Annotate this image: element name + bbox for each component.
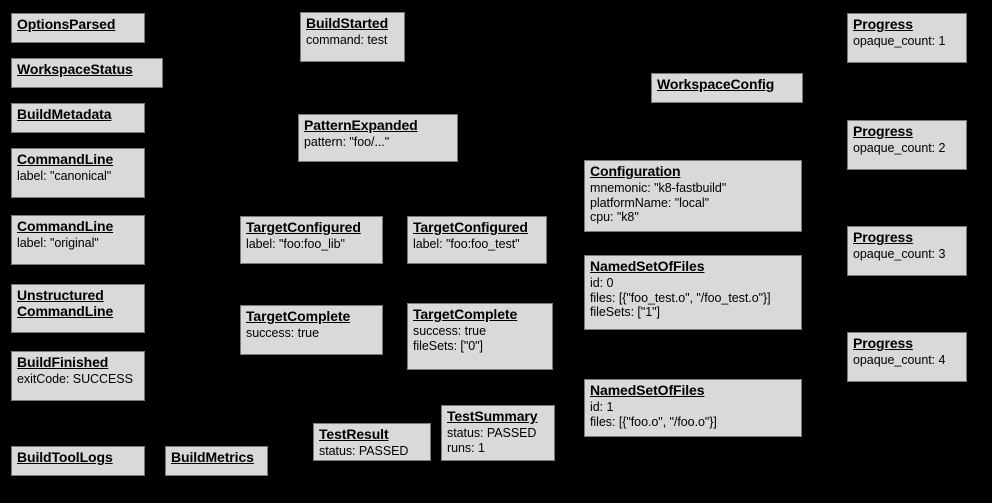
node-workspace-config[interactable]: WorkspaceConfig xyxy=(651,73,803,103)
node-title: OptionsParsed xyxy=(17,16,116,32)
node-title: BuildToolLogs xyxy=(17,449,113,465)
node-fields: pattern: "foo/..." xyxy=(304,134,390,149)
node-fields: id: 1 files: [{"foo.o", "/foo.o"}] xyxy=(590,399,717,429)
node-fields: opaque_count: 4 xyxy=(853,352,946,367)
node-fields: label: "original" xyxy=(17,235,99,250)
node-build-metadata[interactable]: BuildMetadata xyxy=(11,103,145,133)
node-title: WorkspaceStatus xyxy=(17,61,133,77)
node-title: BuildFinished xyxy=(17,354,109,370)
node-fields: success: true fileSets: ["0"] xyxy=(413,323,486,353)
node-title: CommandLine xyxy=(17,218,114,234)
node-fields: opaque_count: 3 xyxy=(853,246,946,261)
node-fields: opaque_count: 2 xyxy=(853,140,946,155)
node-title: Unstructured CommandLine xyxy=(17,287,114,319)
node-title: Progress xyxy=(853,123,913,139)
node-title: Configuration xyxy=(590,163,681,179)
node-fields: label: "canonical" xyxy=(17,168,112,183)
node-fields: mnemonic: "k8-fastbuild" platformName: "… xyxy=(590,180,727,225)
node-fields: exitCode: SUCCESS xyxy=(17,371,133,386)
node-title: TestSummary xyxy=(447,408,538,424)
node-title: TargetComplete xyxy=(413,306,518,322)
node-workspace-status[interactable]: WorkspaceStatus xyxy=(11,58,163,88)
node-options-parsed[interactable]: OptionsParsed xyxy=(11,13,145,43)
node-fields: label: "foo:foo_lib" xyxy=(246,236,345,251)
node-title: TestResult xyxy=(319,426,389,442)
node-fields: label: "foo:foo_test" xyxy=(413,236,520,251)
node-title: BuildStarted xyxy=(306,15,389,31)
node-title: BuildMetrics xyxy=(171,449,254,465)
node-build-tool-logs[interactable]: BuildToolLogs xyxy=(11,446,145,476)
node-title: CommandLine xyxy=(17,151,114,167)
node-fields: opaque_count: 1 xyxy=(853,33,946,48)
node-title: WorkspaceConfig xyxy=(657,76,775,92)
node-title: TargetConfigured xyxy=(413,219,528,235)
node-title: Progress xyxy=(853,16,913,32)
node-title: PatternExpanded xyxy=(304,117,418,133)
node-fields: command: test xyxy=(306,32,388,47)
node-fields: success: true xyxy=(246,325,319,340)
node-title: TargetConfigured xyxy=(246,219,361,235)
node-fields: status: PASSED runs: 1 xyxy=(447,425,537,455)
node-title: Progress xyxy=(853,229,913,245)
node-fields: status: PASSED xyxy=(319,443,409,458)
node-title: NamedSetOfFiles xyxy=(590,382,705,398)
node-title: TargetComplete xyxy=(246,308,351,324)
node-title: Progress xyxy=(853,335,913,351)
node-unstructured-command-line[interactable]: Unstructured CommandLine xyxy=(11,284,145,333)
node-build-metrics[interactable]: BuildMetrics xyxy=(165,446,268,476)
node-title: NamedSetOfFiles xyxy=(590,258,705,274)
node-title: BuildMetadata xyxy=(17,106,112,122)
node-fields: id: 0 files: [{"foo_test.o", "/foo_test.… xyxy=(590,275,771,320)
